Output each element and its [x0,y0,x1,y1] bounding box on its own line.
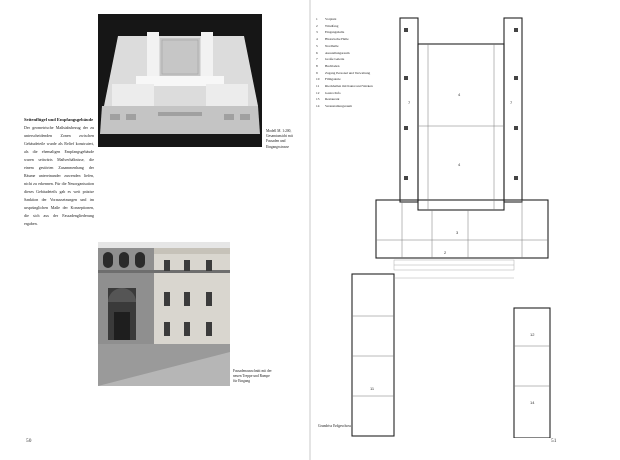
legend-number: 8 [316,63,318,68]
legend-label: Windfang [325,23,339,28]
gutter [309,0,311,460]
legend-number: 5 [316,43,318,48]
model-photo [98,14,262,147]
legend-label: Historische Halle [325,37,349,42]
legend-label: Rieckhallen mit Kunst und Werken [325,84,373,89]
legend-number: 13 [316,97,320,102]
svg-text:11: 11 [370,386,375,391]
legend-label: Gastro/Info [325,90,341,95]
legend-label: Vorplatz [325,17,337,21]
section-heading: Seitenflügel und Empfangsgebäude [24,117,94,122]
body-text: Der geometrische Maßstabsbezug der zu un… [24,125,94,226]
legend-number: 14 [316,104,320,109]
svg-text:2: 2 [444,250,447,255]
legend-number: 4 [316,37,318,42]
legend-number: 6 [316,50,318,55]
plan-legend: 1 Vorplatz 2 Windfang 3 Eingangshalle 4 Histori… [316,16,388,110]
legend-item: 1 Vorplatz [316,16,388,23]
legend-item: 5 Nordhalle [316,43,388,50]
plan-caption: Grundriss Erdgeschoss [318,424,352,428]
facade-caption: Fassadenausschnitt mit der neuen Treppe … [233,369,272,384]
floor-plan: 7 7 4 4 3 2 11 14 12 [344,16,558,439]
legend-number: 7 [316,57,318,62]
legend-number: 9 [316,70,318,75]
svg-text:12: 12 [530,332,535,337]
legend-item: 13 Restaurant [316,96,388,103]
legend-label: Buchladen [325,63,340,68]
legend-label: Ausstellungsraum [325,50,350,55]
legend-number: 3 [316,30,318,35]
legend-item: 11 Rieckhallen mit Kunst und Werken [316,83,388,90]
svg-text:3: 3 [456,230,459,235]
legend-item: 4 Historische Halle [316,36,388,43]
legend-item: 2 Windfang [316,23,388,30]
page-number-right: 51 [551,438,557,444]
svg-text:4: 4 [458,162,461,167]
svg-text:7: 7 [510,100,513,105]
svg-text:7: 7 [408,100,411,105]
legend-label: Filmgalerie [325,77,341,82]
legend-label: Zugang Personal und Verwaltung [325,70,371,75]
legend-label: Eingangshalle [325,30,345,35]
legend-number: 12 [316,90,320,95]
svg-text:14: 14 [530,400,535,405]
legend-number: 10 [316,77,320,82]
facade-photo [98,242,230,386]
legend-item: 12 Gastro/Info [316,90,388,97]
page-number-left: 50 [26,438,32,444]
legend-label: Nordhalle [325,43,339,48]
legend-label: Große Galerie [325,57,345,62]
legend-item: 8 Buchladen [316,63,388,70]
legend-item: 6 Ausstellungsraum [316,50,388,57]
legend-item: 10 Filmgalerie [316,76,388,83]
legend-number: 2 [316,23,318,28]
legend-number: 1 [316,17,318,21]
legend-label: Restaurant [325,97,340,102]
legend-label: Veranstaltungsraum [325,104,352,109]
legend-item: 3 Eingangshalle [316,29,388,36]
svg-text:4: 4 [458,92,461,97]
model-caption: Modell M. 1:200, Gesamtansicht mit Fassa… [266,129,293,149]
legend-item: 14 Veranstaltungsraum [316,103,388,110]
legend-item: 9 Zugang Personal und Verwaltung [316,70,388,77]
legend-item: 7 Große Galerie [316,56,388,63]
legend-number: 11 [316,84,320,89]
